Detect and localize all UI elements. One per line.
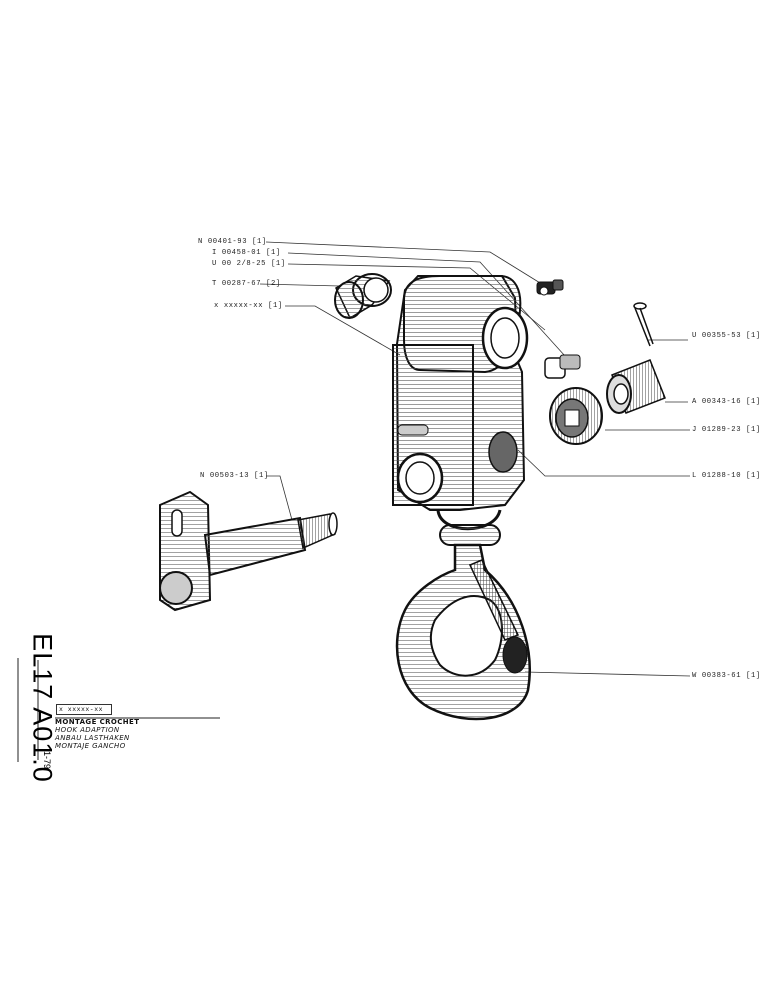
title-spanish: MONTAJE GANCHO: [55, 742, 126, 750]
leader-w00383: [524, 671, 691, 677]
load-hook-w00383: [395, 543, 531, 721]
title-english: HOOK ADAPTION: [55, 726, 120, 734]
leader-n00401: [265, 241, 546, 287]
callout-w00383: W 00383-61 [1]: [692, 672, 761, 680]
main-pin-n00503: [159, 490, 338, 612]
callout-i00458: I 00458-01 [1]: [212, 249, 281, 257]
title-german: ANBAU LASTHAKEN: [55, 734, 130, 742]
title-french: MONTAGE CROCHET: [55, 718, 140, 726]
callout-j01289: J 01289-23 [1]: [692, 426, 761, 434]
leader-l01288: [517, 449, 690, 477]
castle-nut-a00343: [606, 359, 666, 414]
margin-rules: [17, 658, 220, 762]
callout-n00503: N 00503-13 [1]: [200, 472, 269, 480]
callout-l01288: L 01288-10 [1]: [692, 472, 761, 480]
leader-n00503: [266, 475, 293, 521]
washer-j01289: [549, 387, 603, 445]
callout-x-part: x xxxxx-xx [1]: [214, 302, 283, 310]
title-block: MONTAGE CROCHET HOOK ADAPTION ANBAU LAST…: [55, 718, 225, 750]
leader-lines: [259, 241, 691, 677]
callout-u00355: U 00355-53 [1]: [692, 332, 761, 340]
callout-a00343: A 00343-16 [1]: [692, 398, 761, 406]
revision-code: 1-79: [42, 750, 52, 770]
callout-u00278: U 00 2/8-25 [1]: [212, 260, 286, 268]
hook-bracket-body: [392, 275, 529, 511]
callout-n00401: N 00401-93 [1]: [198, 238, 267, 246]
leader-i00458: [287, 252, 566, 357]
bushing-t00287: [334, 273, 392, 320]
title-ref-box: x xxxxx-xx: [56, 704, 112, 715]
grease-nipple-n00401: [536, 279, 564, 296]
swivel-eye: [436, 509, 502, 546]
leader-x: [285, 305, 401, 356]
callout-t00287: T 00287-67 [2]: [212, 280, 281, 288]
leader-t00287: [259, 283, 341, 287]
cotter-pin-u00355: [633, 302, 654, 347]
pin-u00278: [544, 354, 581, 379]
